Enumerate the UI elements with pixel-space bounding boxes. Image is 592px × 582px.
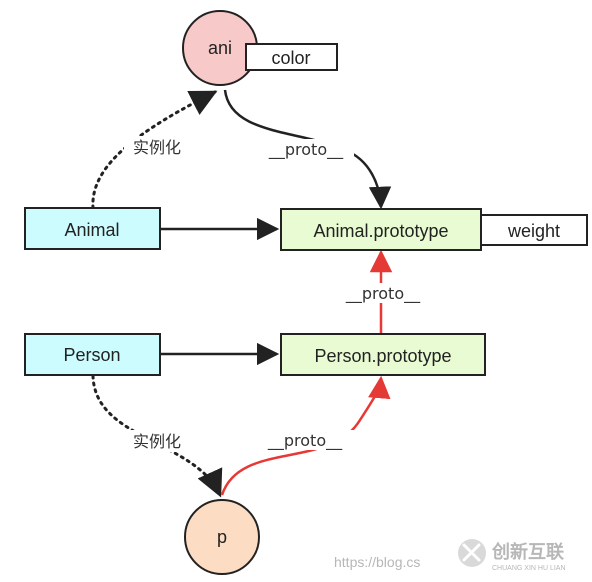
watermark-brand-cn: 创新互联	[491, 541, 564, 562]
instantiate-bottom-label: 实例化	[133, 432, 181, 451]
watermark-brand-en: CHUANG XIN HU LIAN	[492, 565, 566, 572]
proto-top-label: __proto__	[268, 140, 344, 160]
weight-label: weight	[507, 221, 560, 241]
watermark-url: https://blog.cs	[334, 554, 420, 570]
animal-node	[24, 207, 161, 250]
color-property-box	[245, 43, 338, 71]
proto-middle-label: __proto__	[345, 284, 421, 304]
person-label: Person	[63, 345, 120, 365]
person-prototype-label: Person.prototype	[314, 346, 451, 366]
weight-property-box	[480, 214, 588, 246]
proto-bottom-label: __proto__	[267, 431, 343, 451]
p-node	[184, 499, 260, 575]
color-label: color	[271, 48, 310, 68]
person-node	[24, 333, 161, 376]
animal-label: Animal	[64, 220, 119, 240]
ani-label: ani	[208, 38, 232, 58]
instantiate-top-label: 实例化	[133, 138, 181, 157]
p-label: p	[217, 527, 227, 547]
person-prototype-node	[280, 333, 486, 376]
animal-prototype-label: Animal.prototype	[313, 221, 448, 241]
instantiate-person-to-p-edge	[91, 374, 223, 498]
watermark-logo: 创新互联 CHUANG XIN HU LIAN	[458, 539, 566, 572]
